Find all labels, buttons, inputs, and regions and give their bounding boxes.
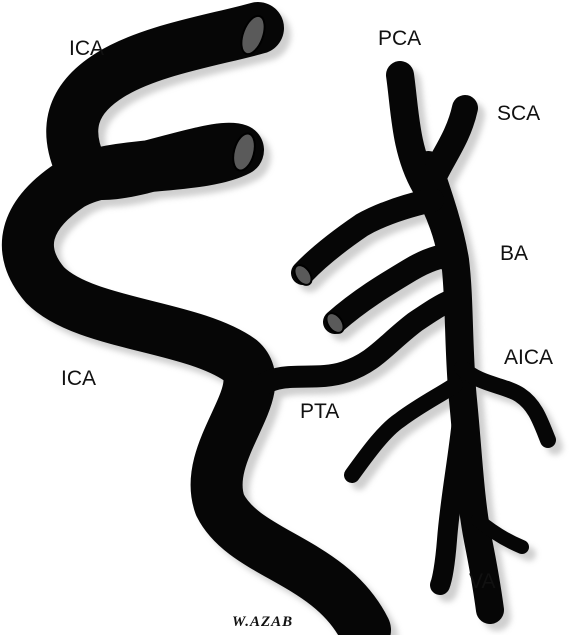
- label-aica: AICA: [504, 346, 553, 369]
- label-pca: PCA: [378, 27, 421, 50]
- label-sca: SCA: [497, 102, 540, 125]
- ica-vessel: [28, 28, 365, 630]
- label-pta: PTA: [300, 400, 339, 423]
- signature: W.AZAB: [232, 614, 293, 630]
- label-va: VA: [469, 570, 495, 593]
- label-ica-top: ICA: [69, 37, 104, 60]
- label-ba: BA: [500, 242, 528, 265]
- label-ica-bottom: ICA: [61, 367, 96, 390]
